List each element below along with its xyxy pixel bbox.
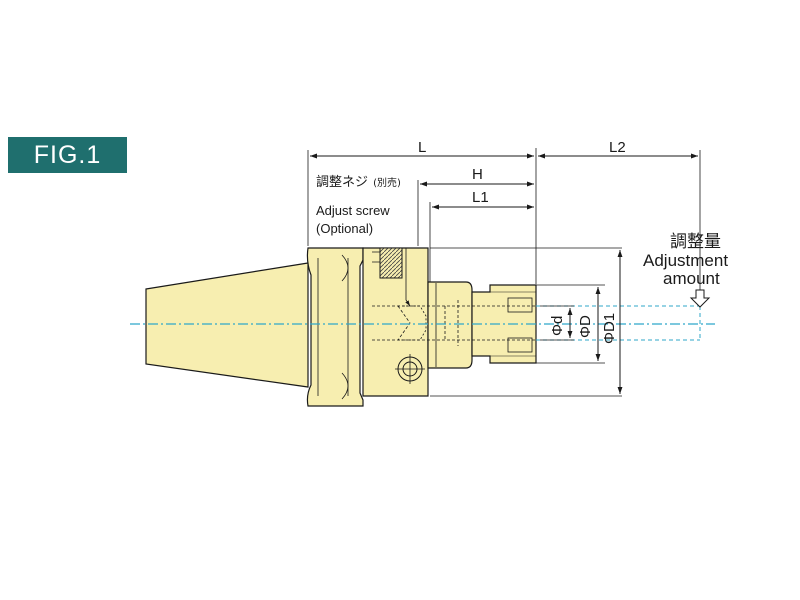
flange (306, 247, 364, 407)
dim-L-label: L (418, 139, 426, 156)
adjust-screw (398, 305, 427, 341)
nose-section (427, 281, 473, 369)
dim-D1-label: ΦD1 (601, 313, 618, 344)
adjust-screw-jp-label: 調整ネジ (別売) (316, 171, 401, 190)
adjustment-zone (536, 305, 701, 341)
adjust-screw-leader (405, 248, 411, 307)
dim-D-label: ΦD (577, 315, 594, 338)
adjust-screw-jp-note: (別売) (373, 176, 401, 189)
dimension-arrows (310, 153, 698, 394)
internal-bore (372, 300, 536, 346)
adjust-screw-label: Adjust screw (316, 203, 390, 218)
side-hole-icon (395, 354, 425, 384)
figure-label: FIG.1 (8, 137, 127, 173)
knurled-ring (379, 247, 403, 279)
adjustment-amount-label: amount (663, 269, 720, 288)
adjustment-jp-label: 調整量 (670, 232, 721, 252)
dim-H-label: H (472, 166, 483, 183)
dim-L1-label: L1 (472, 189, 489, 206)
dim-d-label: Φd (549, 316, 566, 336)
adjustment-arrow-icon (689, 289, 711, 308)
adjustment-label: Adjustment (643, 251, 728, 270)
taper-shank (145, 262, 309, 388)
adjust-screw-optional-label: (Optional) (316, 221, 373, 236)
extension-lines (307, 148, 701, 397)
dim-L2-label: L2 (609, 139, 626, 156)
adjust-screw-jp: 調整ネジ (316, 175, 368, 190)
